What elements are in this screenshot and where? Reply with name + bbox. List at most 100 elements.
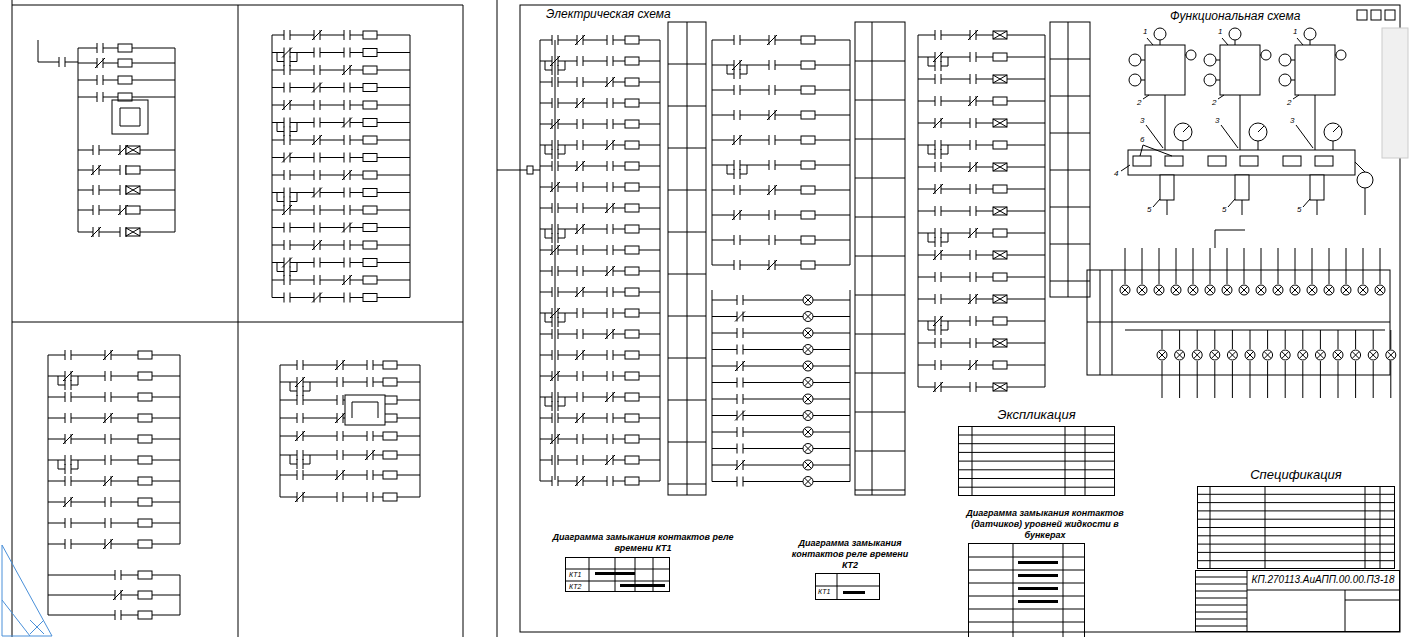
contact-symbol [342, 223, 352, 233]
contact-gap [607, 162, 613, 170]
contact-symbol [297, 395, 298, 405]
table-row-line [968, 622, 1085, 623]
contact-symbol [775, 85, 776, 95]
contact-gap [737, 329, 743, 337]
contact-symbol [935, 74, 936, 84]
contact-gap [769, 61, 775, 69]
branch-wire [747, 165, 748, 174]
contact-symbol [737, 394, 738, 404]
contact-gap [314, 259, 320, 267]
coil-symbol [126, 186, 140, 194]
contact-symbol [290, 170, 291, 180]
coil-symbol [118, 76, 132, 84]
contact-symbol [71, 476, 72, 486]
contact-symbol [577, 308, 578, 318]
leader-line [1222, 38, 1228, 45]
contact-symbol [350, 153, 351, 163]
lamp-symbol [1324, 285, 1334, 295]
lamp-symbol [1370, 352, 1377, 359]
contact-symbol [314, 170, 315, 180]
lamp-symbol [803, 444, 813, 454]
table-heading: Диаграмма замыкания контактов (датчиков)… [950, 508, 1140, 540]
coil-symbol [138, 393, 152, 401]
relay-block [112, 100, 148, 134]
contact-symbol [769, 60, 770, 70]
lamp-symbol [1264, 352, 1271, 359]
gauge-symbol [1204, 54, 1216, 66]
contact-gap [284, 276, 290, 284]
contact-symbol [552, 65, 553, 75]
rung-wire [272, 87, 410, 88]
contact-symbol [303, 459, 304, 469]
lamp-symbol [1159, 352, 1166, 359]
contact-symbol [314, 48, 315, 58]
lamp-symbol [1352, 352, 1359, 359]
table-row-line [1195, 577, 1247, 578]
table-row-line [1195, 591, 1247, 592]
contact-symbol [732, 60, 742, 70]
contact-symbol [120, 165, 121, 175]
branch-wire [277, 123, 278, 132]
lamp-symbol [1343, 287, 1350, 294]
contact-symbol [71, 539, 72, 549]
contact-symbol [282, 258, 292, 268]
coil-symbol [363, 154, 377, 162]
contact-symbol [583, 434, 584, 444]
table-heading: Диаграмма замыкания контактов реле време… [785, 538, 915, 570]
contact-gap [93, 186, 99, 194]
lamp-symbol [1192, 350, 1202, 360]
contact-symbol [552, 161, 553, 171]
table-column-line [1085, 426, 1086, 496]
contact-symbol [968, 162, 978, 172]
contact-symbol [740, 35, 741, 45]
contact-symbol [93, 145, 94, 155]
table-heading: Диаграмма замыкания контактов реле време… [548, 532, 738, 554]
contact-symbol [607, 308, 608, 318]
coil-symbol [625, 435, 639, 443]
coil-symbol [138, 372, 152, 380]
contact-symbol [344, 205, 345, 215]
contact-symbol [613, 413, 614, 423]
contact-gap [607, 120, 613, 128]
table-row-line [958, 478, 1115, 479]
side-panel [1382, 28, 1408, 158]
contact-symbol [303, 395, 304, 405]
coil-symbol [993, 185, 1007, 193]
contact-gap [65, 381, 71, 389]
description-column [855, 490, 905, 491]
contact-closure-bar [1018, 574, 1058, 577]
contact-gap [65, 465, 71, 473]
contact-gap [577, 120, 583, 128]
lamp-symbol [1273, 285, 1283, 295]
contact-closure-bar [1018, 600, 1058, 603]
contact-symbol [935, 162, 936, 172]
contact-symbol [740, 235, 741, 245]
contact-symbol [297, 386, 298, 396]
wire [1160, 40, 1161, 45]
contact-symbol [558, 287, 559, 297]
lamp-symbol [1139, 287, 1146, 294]
contact-symbol [373, 431, 374, 441]
lamp-symbol [1343, 287, 1350, 294]
contact-symbol [314, 205, 315, 215]
contact-gap [577, 57, 583, 65]
branch-wire [297, 263, 298, 272]
contact-symbol [558, 149, 559, 159]
contact-symbol [941, 61, 942, 71]
contact-gap [314, 66, 320, 74]
signal-wire [1215, 230, 1216, 248]
lamp-symbol [805, 412, 812, 419]
contact-symbol [976, 74, 977, 84]
contact-gap [59, 58, 65, 66]
wire [1260, 55, 1261, 56]
lamp-symbol [1229, 352, 1236, 359]
contact-gap [344, 154, 350, 162]
contact-symbol [605, 266, 615, 276]
contact-symbol [314, 153, 315, 163]
callout-number: 1 [1293, 28, 1297, 36]
contact-gap [97, 76, 103, 84]
contact-symbol [583, 392, 584, 402]
contact-symbol [613, 119, 614, 129]
contact-symbol [968, 30, 978, 40]
contact-symbol [312, 83, 322, 93]
